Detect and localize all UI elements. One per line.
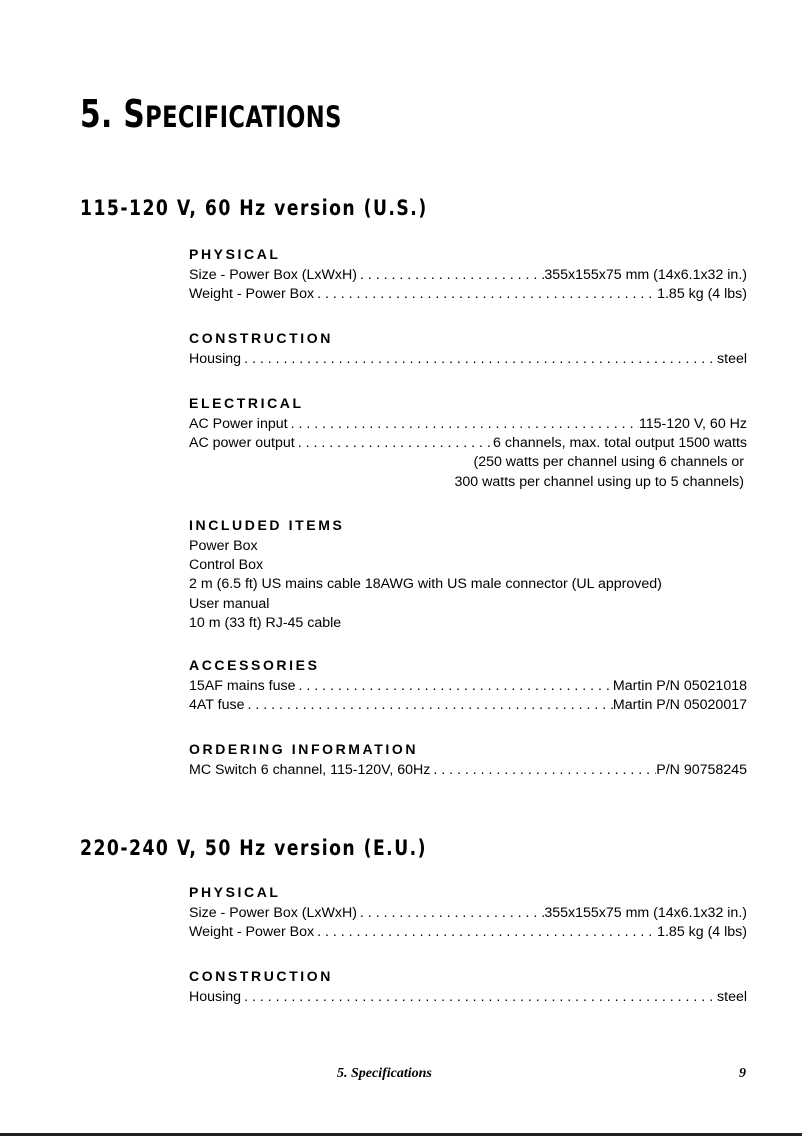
spec-row: Housing steel <box>189 988 747 1007</box>
spec-label: Housing <box>189 989 242 1005</box>
included-item: 10 m (33 ft) RJ-45 cable <box>189 614 342 631</box>
spec-value: Martin P/N 05020017 <box>612 697 747 714</box>
spec-label: MC Switch 6 channel, 115-120V, 60Hz <box>189 762 431 778</box>
spec-value: Martin P/N 05021018 <box>612 678 747 694</box>
spec-value: 1.85 kg (4 lbs) <box>657 924 747 941</box>
spec-row: Housing steel <box>189 350 747 369</box>
spec-label: Weight - Power Box <box>189 924 315 941</box>
spec-label: AC Power input <box>189 416 288 432</box>
us-electrical-section: ELECTRICAL AC Power input 115-120 V, 60 H… <box>189 394 747 492</box>
section-heading: ORDERING INFORMATION <box>189 741 419 757</box>
spec-value: 355x155x75 mm (14x6.1x32 in.) <box>544 267 747 283</box>
spec-row: Size - Power Box (LxWxH) 355x155x75 mm (1… <box>189 904 747 923</box>
dot-leader <box>314 285 657 304</box>
included-item: 2 m (6.5 ft) US mains cable 18AWG with U… <box>189 576 662 593</box>
us-ordering-section: ORDERING INFORMATION MC Switch 6 channel… <box>189 740 747 780</box>
included-item: Power Box <box>189 538 258 554</box>
spec-continuation: (250 watts per channel using 6 channels … <box>473 454 744 471</box>
page-bottom-rule <box>0 1133 802 1136</box>
spec-label: Size - Power Box (LxWxH) <box>189 267 357 283</box>
us-version-heading: 115-120 V, 60 Hz version (U.S.) <box>80 196 428 220</box>
included-item: Control Box <box>189 557 264 574</box>
section-heading: PHYSICAL <box>189 246 281 262</box>
section-heading: PHYSICAL <box>189 884 281 900</box>
spec-row: 15AF mains fuse Martin P/N 05021018 <box>189 677 747 696</box>
spec-value: 355x155x75 mm (14x6.1x32 in.) <box>544 905 747 921</box>
spec-label: AC power output <box>189 435 295 452</box>
eu-construction-section: CONSTRUCTION Housing steel <box>189 967 747 1007</box>
spec-row: Size - Power Box (LxWxH) 355x155x75 mm (1… <box>189 266 747 285</box>
spec-value: 1.85 kg (4 lbs) <box>657 286 747 303</box>
spec-label: Weight - Power Box <box>189 286 315 303</box>
spec-value: steel <box>717 351 747 367</box>
dot-leader <box>430 761 656 780</box>
spec-label: Size - Power Box (LxWxH) <box>189 905 357 921</box>
us-accessories-section: ACCESSORIES 15AF mains fuseMartin P/N 05… <box>189 656 747 715</box>
section-heading: CONSTRUCTION <box>189 968 333 984</box>
title-first-letter: S <box>123 92 146 136</box>
section-heading: CONSTRUCTION <box>189 330 333 346</box>
dot-leader <box>357 904 544 923</box>
page-title: 5. SPECIFICATIONS <box>80 92 342 136</box>
spec-value: 6 channels, max. total output 1500 watts <box>493 435 747 452</box>
spec-label: 15AF mains fuse <box>189 678 296 694</box>
footer-chapter-title: 5. Specifications <box>337 1066 432 1081</box>
title-rest: PECIFICATIONS <box>145 100 342 134</box>
spec-row: Weight - Power Box 1.85 kg (4 lbs) <box>189 285 747 304</box>
dot-leader <box>314 923 657 942</box>
dot-leader <box>357 266 544 285</box>
spec-label: 4AT fuse <box>189 697 245 714</box>
title-number: 5. <box>80 92 124 136</box>
us-included-items-section: INCLUDED ITEMS Power Box Control Box 2 m… <box>189 516 747 633</box>
spec-value: 115-120 V, 60 Hz <box>638 416 747 432</box>
spec-row: Weight - Power Box 1.85 kg (4 lbs) <box>189 923 747 942</box>
section-heading: ELECTRICAL <box>189 395 304 411</box>
dot-leader <box>288 415 639 434</box>
spec-label: Housing <box>189 351 242 367</box>
eu-physical-section: PHYSICAL Size - Power Box (LxWxH) 355x155… <box>189 883 747 942</box>
dot-leader <box>295 677 612 696</box>
page-number: 9 <box>739 1066 746 1081</box>
dot-leader <box>244 696 612 715</box>
spec-row: AC Power input 115-120 V, 60 Hz <box>189 415 747 434</box>
dot-leader <box>241 988 717 1007</box>
spec-value: P/N 90758245 <box>656 762 747 778</box>
section-heading: ACCESSORIES <box>189 657 320 673</box>
dot-leader <box>241 350 717 369</box>
section-heading: INCLUDED ITEMS <box>189 517 345 533</box>
spec-row: 4AT fuse Martin P/N 05020017 <box>189 696 747 715</box>
eu-version-heading: 220-240 V, 50 Hz version (E.U.) <box>80 836 428 860</box>
spec-value: steel <box>717 989 747 1005</box>
spec-continuation: 300 watts per channel using up to 5 chan… <box>454 473 744 490</box>
us-construction-section: CONSTRUCTION Housing steel <box>189 329 747 369</box>
spec-row: MC Switch 6 channel, 115-120V, 60Hz P/N 9… <box>189 761 747 780</box>
included-item: User manual <box>189 595 270 612</box>
us-physical-section: PHYSICAL Size - Power Box (LxWxH) 355x155… <box>189 245 747 304</box>
spec-row: AC power output 6 channels, max. total ou… <box>189 434 747 453</box>
dot-leader <box>295 434 493 453</box>
